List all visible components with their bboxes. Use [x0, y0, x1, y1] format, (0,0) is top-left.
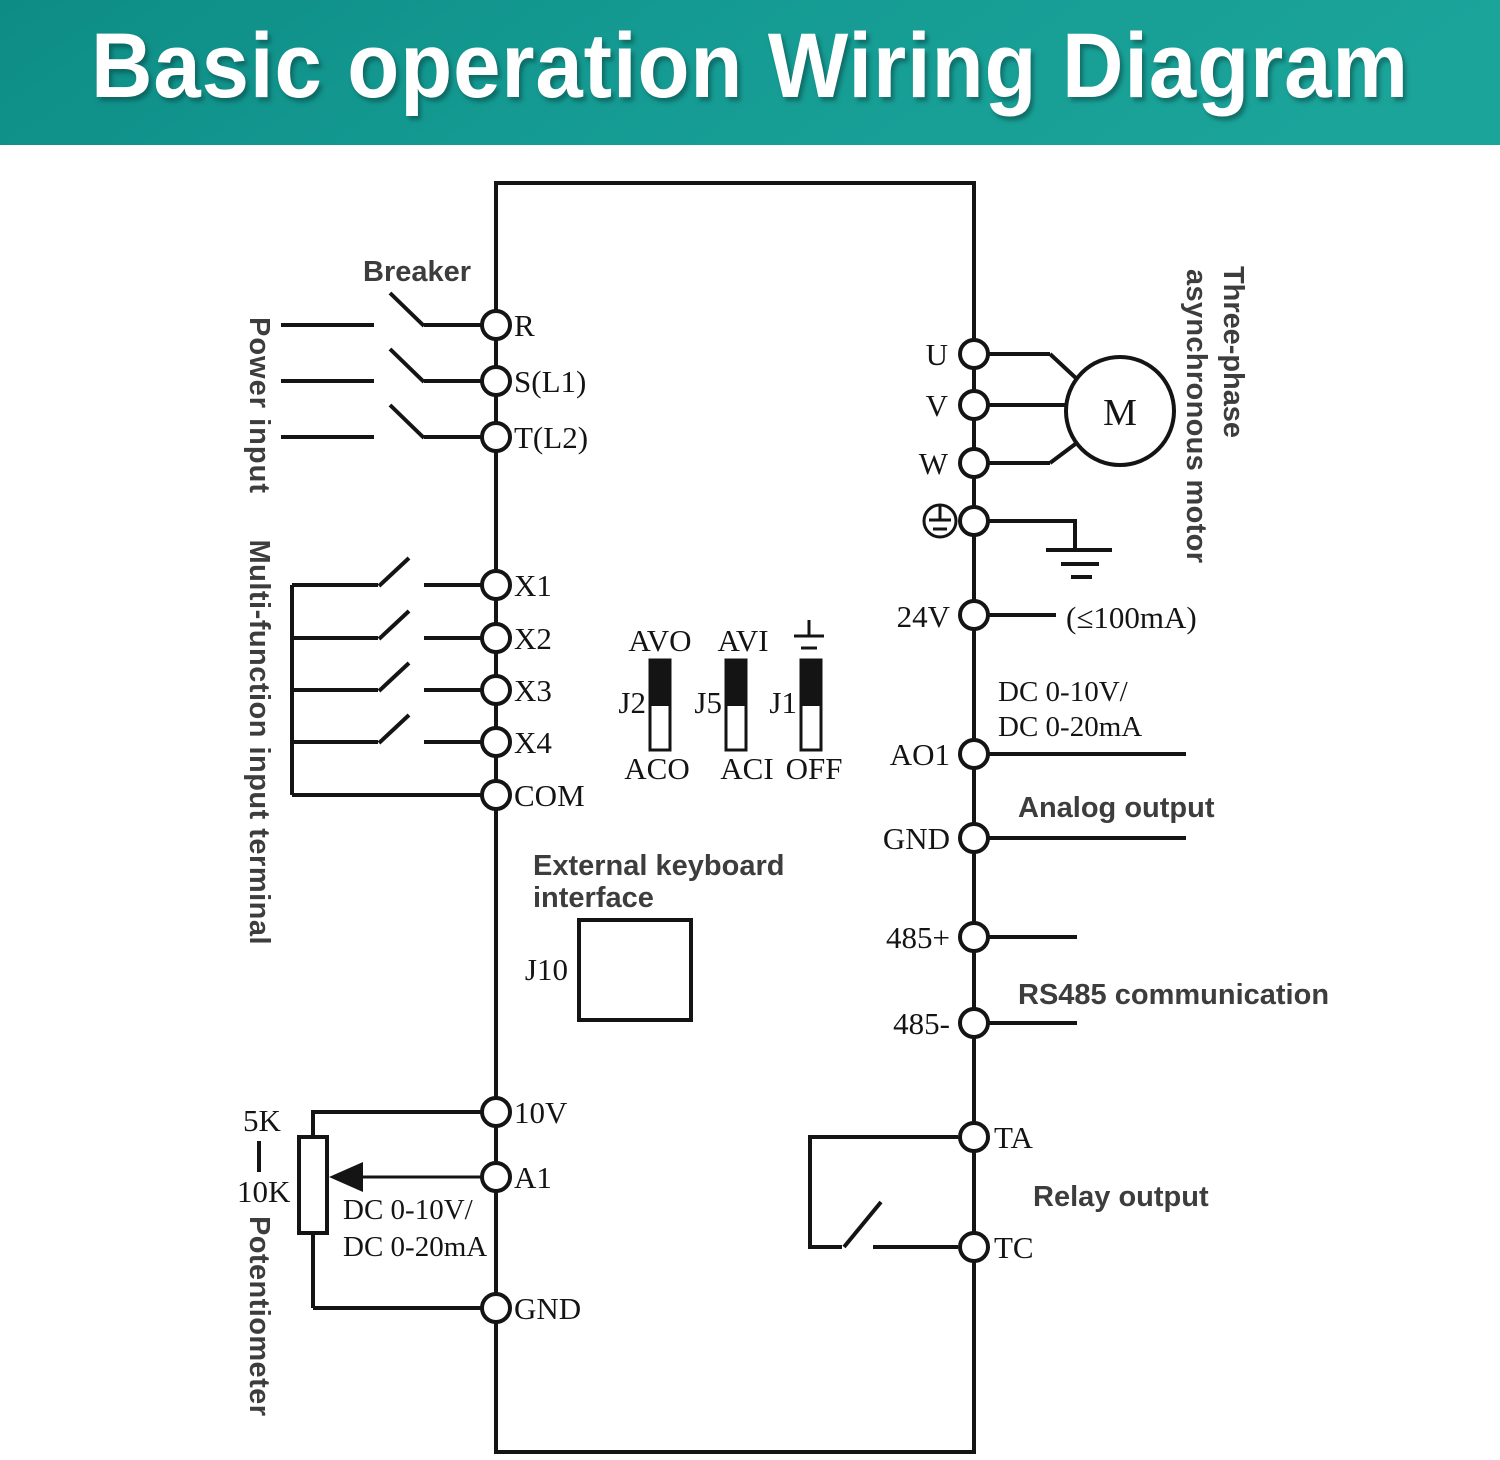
power-input-label: Power input	[243, 317, 275, 493]
terminal-com	[480, 779, 512, 811]
external-keyboard-label-line1: External keyboard	[533, 850, 784, 882]
terminal-label-ao1: AO1	[890, 737, 950, 772]
terminal-label-x1: X1	[514, 568, 552, 603]
analog-output-label: Analog output	[1018, 792, 1215, 824]
analog-out-range-line1: DC 0-10V/	[998, 676, 1129, 708]
terminal-x2	[480, 622, 512, 654]
breaker-blade-s	[388, 347, 426, 384]
rs485-label: RS485 communication	[1018, 979, 1329, 1011]
terminal-label-10v: 10V	[514, 1095, 568, 1130]
terminal-label-v: V	[926, 388, 949, 423]
terminal-label-gnd-right: GND	[883, 821, 950, 856]
terminal-x1	[480, 569, 512, 601]
pot-value-top-label: 5K	[243, 1103, 282, 1138]
terminal-label-a1: A1	[514, 1160, 552, 1195]
header-banner	[0, 0, 1500, 145]
current-limit-note: (≤100mA)	[1066, 600, 1197, 635]
motor-symbol: M	[1103, 392, 1137, 434]
multi-function-input-label: Multi-function input terminal	[243, 540, 275, 945]
terminal-r	[480, 309, 512, 341]
terminal-485-minus	[958, 1007, 990, 1039]
jumper-j2-name: J2	[618, 685, 646, 720]
switch-blade-x4	[377, 713, 411, 745]
terminal-label-tc: TC	[994, 1230, 1034, 1265]
terminal-label-u: U	[926, 337, 948, 372]
motor-label-line2: asynchronous motor	[1180, 269, 1212, 563]
external-keyboard-label-line2: interface	[533, 882, 654, 914]
terminal-u	[958, 338, 990, 370]
breaker-blade-t	[388, 403, 426, 440]
terminal-label-w: W	[919, 446, 949, 481]
switch-blade-x3	[377, 661, 411, 693]
jumper-j2-bottom-label: ACO	[624, 751, 689, 786]
keyboard-connector-box	[577, 918, 693, 1022]
relay-output-label: Relay output	[1033, 1181, 1209, 1213]
terminal-s-l1	[480, 365, 512, 397]
motor-circle	[1064, 355, 1176, 467]
terminal-label-485-minus: 485-	[893, 1006, 950, 1041]
terminal-label-x4: X4	[514, 725, 552, 760]
terminal-485-plus	[958, 921, 990, 953]
jumper-j5-top-label: AVI	[717, 623, 768, 658]
switch-blade-x2	[377, 609, 411, 641]
switch-blade-x1	[377, 556, 411, 588]
jumper-j5-cap	[726, 660, 746, 706]
jumper-j2-top-label: AVO	[628, 623, 691, 658]
terminal-label-ta: TA	[994, 1120, 1033, 1155]
terminal-label-485-plus: 485+	[886, 920, 950, 955]
terminal-w	[958, 447, 990, 479]
terminal-label-gnd-left: GND	[514, 1291, 581, 1326]
terminal-ao1	[958, 738, 990, 770]
motor-wire-u-diag	[1048, 352, 1080, 382]
motor-label-line1: Three-phase	[1217, 266, 1249, 438]
terminal-label-t-l2: T(L2)	[514, 420, 588, 455]
analog-in-range-line2: DC 0-20mA	[343, 1231, 487, 1263]
terminal-label-r: R	[514, 308, 535, 343]
analog-in-range-line1: DC 0-10V/	[343, 1194, 474, 1226]
terminal-label-com: COM	[514, 778, 585, 813]
jumper-j1-cap	[801, 660, 821, 706]
terminal-gnd-right	[958, 822, 990, 854]
pot-value-bottom-label: 10K	[237, 1174, 291, 1209]
breaker-label: Breaker	[363, 256, 471, 288]
terminal-a1	[480, 1161, 512, 1193]
terminal-10v	[480, 1096, 512, 1128]
terminal-earth	[958, 505, 990, 537]
terminal-gnd-left	[480, 1292, 512, 1324]
terminal-tc	[958, 1231, 990, 1263]
terminal-24v	[958, 599, 990, 631]
pot-wiper-arrow-icon	[329, 1162, 363, 1192]
potentiometer-label: Potentiometer	[243, 1216, 275, 1416]
jumper-j5-bottom-label: ACI	[720, 751, 773, 786]
terminal-label-x3: X3	[514, 673, 552, 708]
terminal-label-s-l1: S(L1)	[514, 364, 586, 399]
terminal-x3	[480, 674, 512, 706]
breaker-blade-r	[388, 291, 426, 328]
jumper-j2-cap	[650, 660, 670, 706]
terminal-ta	[958, 1121, 990, 1153]
terminal-v	[958, 389, 990, 421]
terminal-label-x2: X2	[514, 621, 552, 656]
keyboard-connector-label: J10	[525, 952, 568, 987]
jumper-j1-name: J1	[769, 685, 797, 720]
analog-out-range-line2: DC 0-20mA	[998, 711, 1142, 743]
protective-earth-icon	[922, 503, 958, 539]
terminal-label-24v: 24V	[897, 599, 951, 634]
jumper-j1-bottom-label: OFF	[786, 751, 843, 786]
inverter-box	[494, 181, 976, 1454]
terminal-x4	[480, 726, 512, 758]
relay-contact-blade	[842, 1200, 883, 1249]
page-title: Basic operation Wiring Diagram	[91, 15, 1409, 117]
motor-wire-w-diag	[1048, 440, 1080, 465]
jumper-j5-name: J5	[694, 685, 722, 720]
potentiometer-body	[297, 1135, 329, 1235]
terminal-t-l2	[480, 421, 512, 453]
